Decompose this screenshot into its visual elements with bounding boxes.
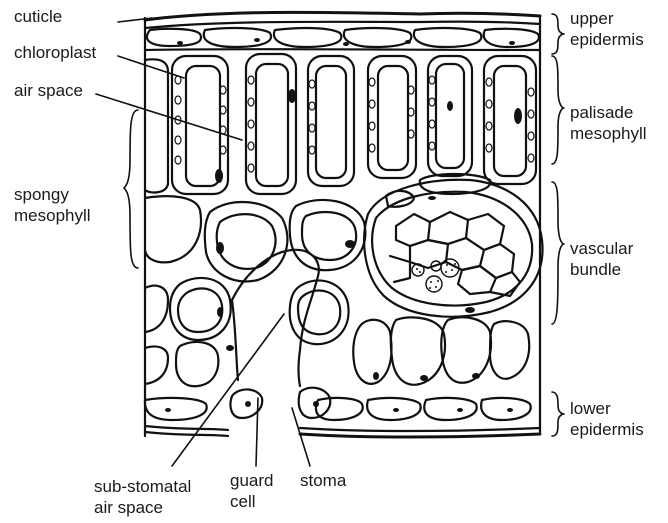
label-spongy-mesophyll: spongy mesophyll [14, 184, 91, 226]
label-air-space: air space [14, 80, 83, 101]
bracket-vascular [552, 182, 564, 324]
palisade-cells [172, 54, 536, 194]
label-upper-epidermis: upper epidermis [570, 8, 644, 50]
label-vascular-bundle: vascular bundle [570, 238, 633, 280]
upper-epidermis-cells [145, 28, 540, 50]
bracket-upper-epidermis [552, 14, 564, 54]
label-chloroplast: chloroplast [14, 42, 96, 63]
label-guard-cell: guard cell [230, 470, 273, 512]
lower-epidermis-cells [145, 398, 540, 437]
spongy-mesophyll-cells [145, 196, 365, 344]
vascular-bundle [364, 174, 542, 317]
bracket-spongy-mesophyll [124, 110, 138, 268]
label-lower-epidermis: lower epidermis [570, 398, 644, 440]
label-sub-stomatal-air-space: sub-stomatal air space [94, 476, 191, 518]
label-cuticle: cuticle [14, 6, 62, 27]
leader-lines [96, 18, 310, 466]
lower-mesophyll-cells [145, 317, 529, 386]
label-stoma: stoma [300, 470, 346, 491]
cuticle-layer [145, 12, 540, 20]
bracket-lower-epidermis [552, 392, 564, 436]
label-palisade-mesophyll: palisade mesophyll [570, 102, 647, 144]
bracket-palisade [552, 56, 564, 164]
